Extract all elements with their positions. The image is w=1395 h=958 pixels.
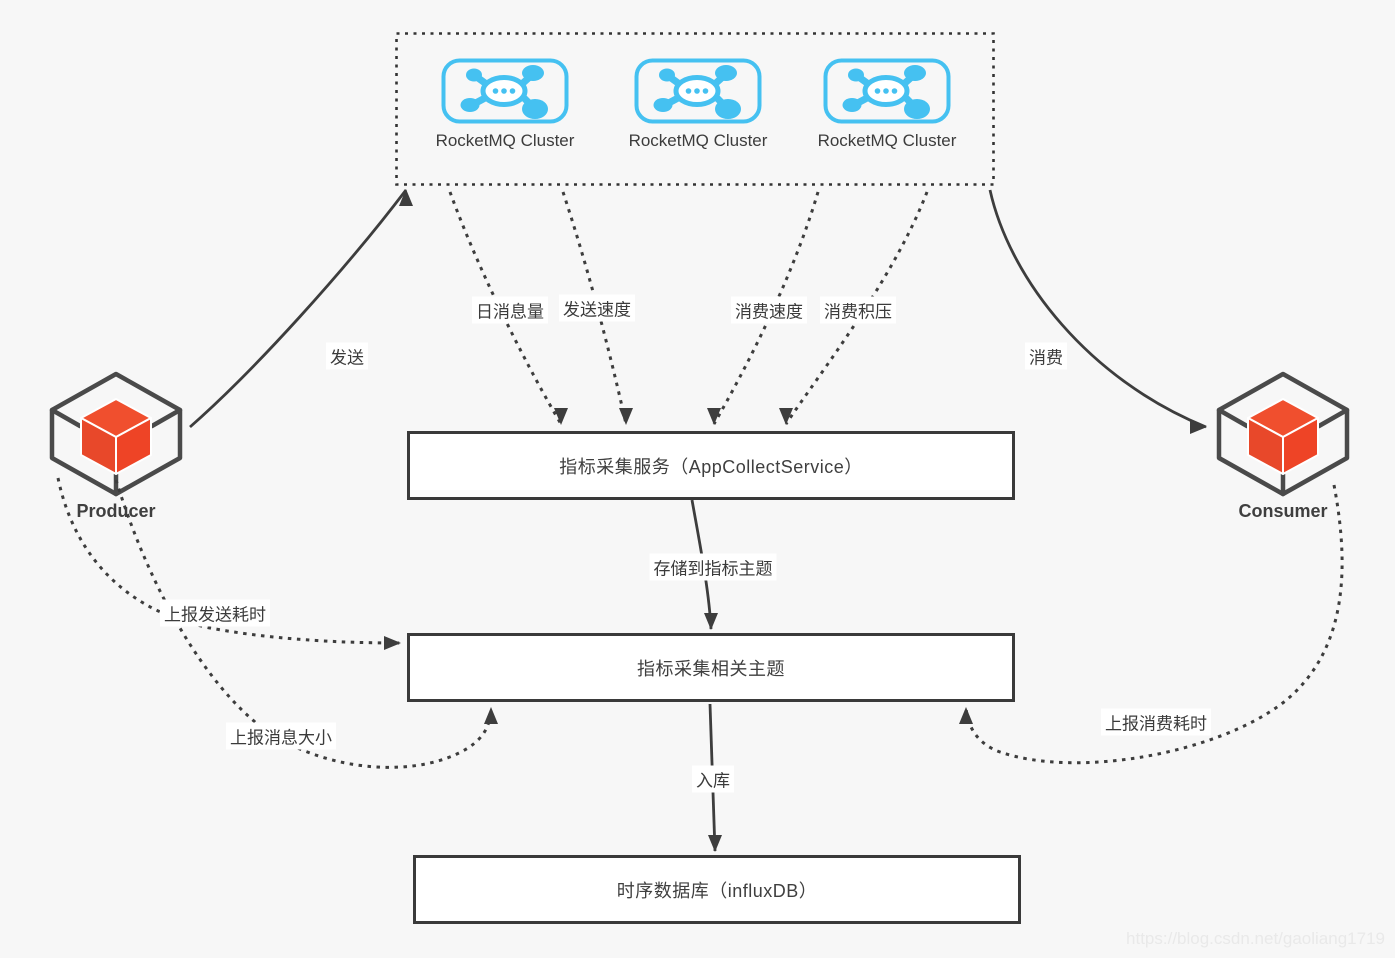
edge-label-report-consume-cost: 上报消费耗时 — [1101, 708, 1211, 736]
cluster-label: RocketMQ Cluster — [628, 131, 768, 150]
edge-label-report-message-size: 上报消息大小 — [226, 722, 336, 750]
edge-label-send: 发送 — [326, 342, 368, 370]
watermark-text: https://blog.csdn.net/gaoliang1719 — [1126, 929, 1385, 948]
edge-label-store-to-metric-topic: 存储到指标主题 — [649, 553, 777, 581]
cluster-label: RocketMQ Cluster — [435, 131, 575, 150]
consumer-node: Consumer — [1213, 371, 1353, 522]
edge-send — [189, 189, 413, 429]
metric-topics-box: 指标采集相关主题 — [407, 633, 1015, 702]
time-series-db-box: 时序数据库（influxDB） — [413, 855, 1021, 924]
rocketmq-cluster-node-1: RocketMQ Cluster — [424, 58, 586, 151]
metric-topics-label: 指标采集相关主题 — [637, 658, 785, 679]
producer-cube-icon — [49, 371, 183, 497]
edge-consume — [988, 189, 1207, 434]
consumer-label: Consumer — [1238, 501, 1328, 521]
rocketmq-cluster-icon — [441, 58, 569, 124]
collect-service-box: 指标采集服务（AppCollectService） — [407, 431, 1015, 500]
edge-label-report-send-cost: 上报发送耗时 — [160, 599, 270, 627]
producer-node: Producer — [46, 371, 186, 522]
rocketmq-cluster-node-2: RocketMQ Cluster — [617, 58, 779, 151]
rocketmq-cluster-icon — [634, 58, 762, 124]
edge-label-send-rate: 发送速度 — [559, 294, 635, 322]
cluster-label: RocketMQ Cluster — [817, 131, 957, 150]
producer-label: Producer — [76, 501, 156, 521]
edge-label-daily-message-count: 日消息量 — [472, 296, 548, 324]
collect-service-label: 指标采集服务（AppCollectService） — [559, 456, 863, 477]
rocketmq-cluster-icon — [823, 58, 951, 124]
edge-label-consume-rate: 消费速度 — [731, 296, 807, 324]
rocketmq-cluster-node-3: RocketMQ Cluster — [805, 58, 969, 151]
edge-label-consume-backlog: 消费积压 — [820, 296, 896, 324]
time-series-db-label: 时序数据库（influxDB） — [616, 880, 818, 901]
edge-label-into-db: 入库 — [692, 765, 734, 793]
edge-label-consume: 消费 — [1025, 342, 1067, 370]
consumer-cube-icon — [1216, 371, 1350, 497]
